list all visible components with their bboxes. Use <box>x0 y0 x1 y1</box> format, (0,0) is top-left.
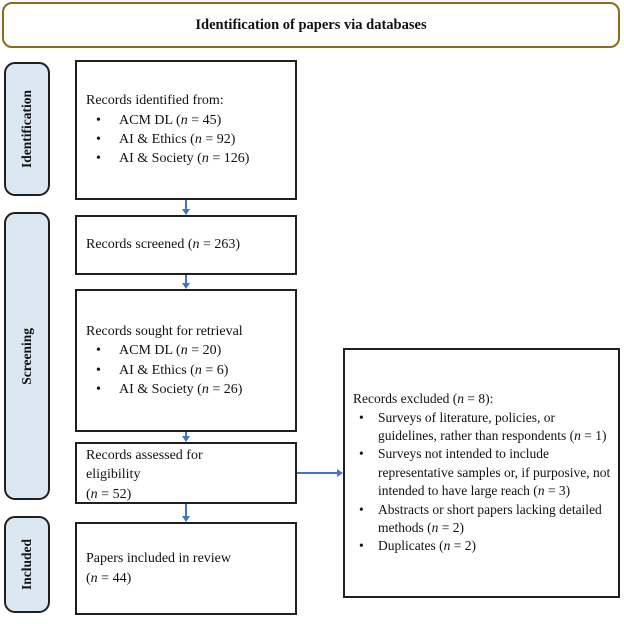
flow-box-records-excluded: Records excluded (n = 8): Surveys of lit… <box>343 348 620 598</box>
bullet-item: AI & Society (n = 26) <box>86 380 289 400</box>
box-title: Records excluded (n = 8): <box>353 391 494 407</box>
box-text-line: eligibility <box>86 467 141 483</box>
flow-arrow-assessed-to-included <box>185 504 187 516</box>
bullet-item: AI & Ethics (n = 6) <box>86 361 289 381</box>
stage-label-identification: Identification <box>4 62 50 196</box>
bullet-list-identified: ACM DL (n = 45)AI & Ethics (n = 92)AI & … <box>86 111 289 169</box>
flow-box-records-sought: Records sought for retrieval ACM DL (n =… <box>75 289 297 432</box>
flow-arrow-identified-to-screened <box>185 200 187 209</box>
box-title: Records identified from: <box>86 93 224 109</box>
flow-arrow-screened-to-sought <box>185 275 187 283</box>
flow-box-records-screened: Records screened (n = 263) <box>75 215 297 275</box>
stage-label-included-text: Included <box>18 538 34 591</box>
box-text-line: (n = 44) <box>86 570 132 586</box>
stage-label-included: Included <box>4 516 50 613</box>
box-text-line: Papers included in review <box>86 551 232 567</box>
banner-title: Identification of papers via databases <box>195 17 427 33</box>
stage-label-screening-text: Screening <box>18 327 34 385</box>
flow-box-papers-included: Papers included in review (n = 44) <box>75 522 297 615</box>
flow-arrow-sought-to-assessed <box>185 432 187 436</box>
box-text: Records screened (n = 263) <box>86 237 241 253</box>
bullet-item: ACM DL (n = 45) <box>86 111 289 131</box>
flow-box-records-identified: Records identified from: ACM DL (n = 45)… <box>75 60 297 200</box>
flow-box-records-assessed: Records assessed for eligibility (n = 52… <box>75 442 297 504</box>
bullet-item: Surveys not intended to include represen… <box>353 445 612 500</box>
bullet-item: ACM DL (n = 20) <box>86 341 289 361</box>
box-text-line: Records assessed for <box>86 448 203 463</box>
bullet-item: AI & Ethics (n = 92) <box>86 130 289 150</box>
bullet-item: AI & Society (n = 126) <box>86 149 289 169</box>
box-title: Records sought for retrieval <box>86 323 243 339</box>
banner: Identification of papers via databases <box>2 2 620 48</box>
stage-label-screening: Screening <box>4 212 50 500</box>
box-text-line: (n = 52) <box>86 486 132 502</box>
stage-label-identification-text: Identification <box>18 89 34 168</box>
bullet-list-sought: ACM DL (n = 20)AI & Ethics (n = 6)AI & S… <box>86 341 289 399</box>
flow-arrow-assessed-to-excluded <box>297 472 337 474</box>
bullet-item: Duplicates (n = 2) <box>353 537 612 556</box>
bullet-item: Abstracts or short papers lacking detail… <box>353 501 612 538</box>
bullet-item: Surveys of literature, policies, or guid… <box>353 409 612 446</box>
bullet-list-excluded: Surveys of literature, policies, or guid… <box>353 409 612 556</box>
